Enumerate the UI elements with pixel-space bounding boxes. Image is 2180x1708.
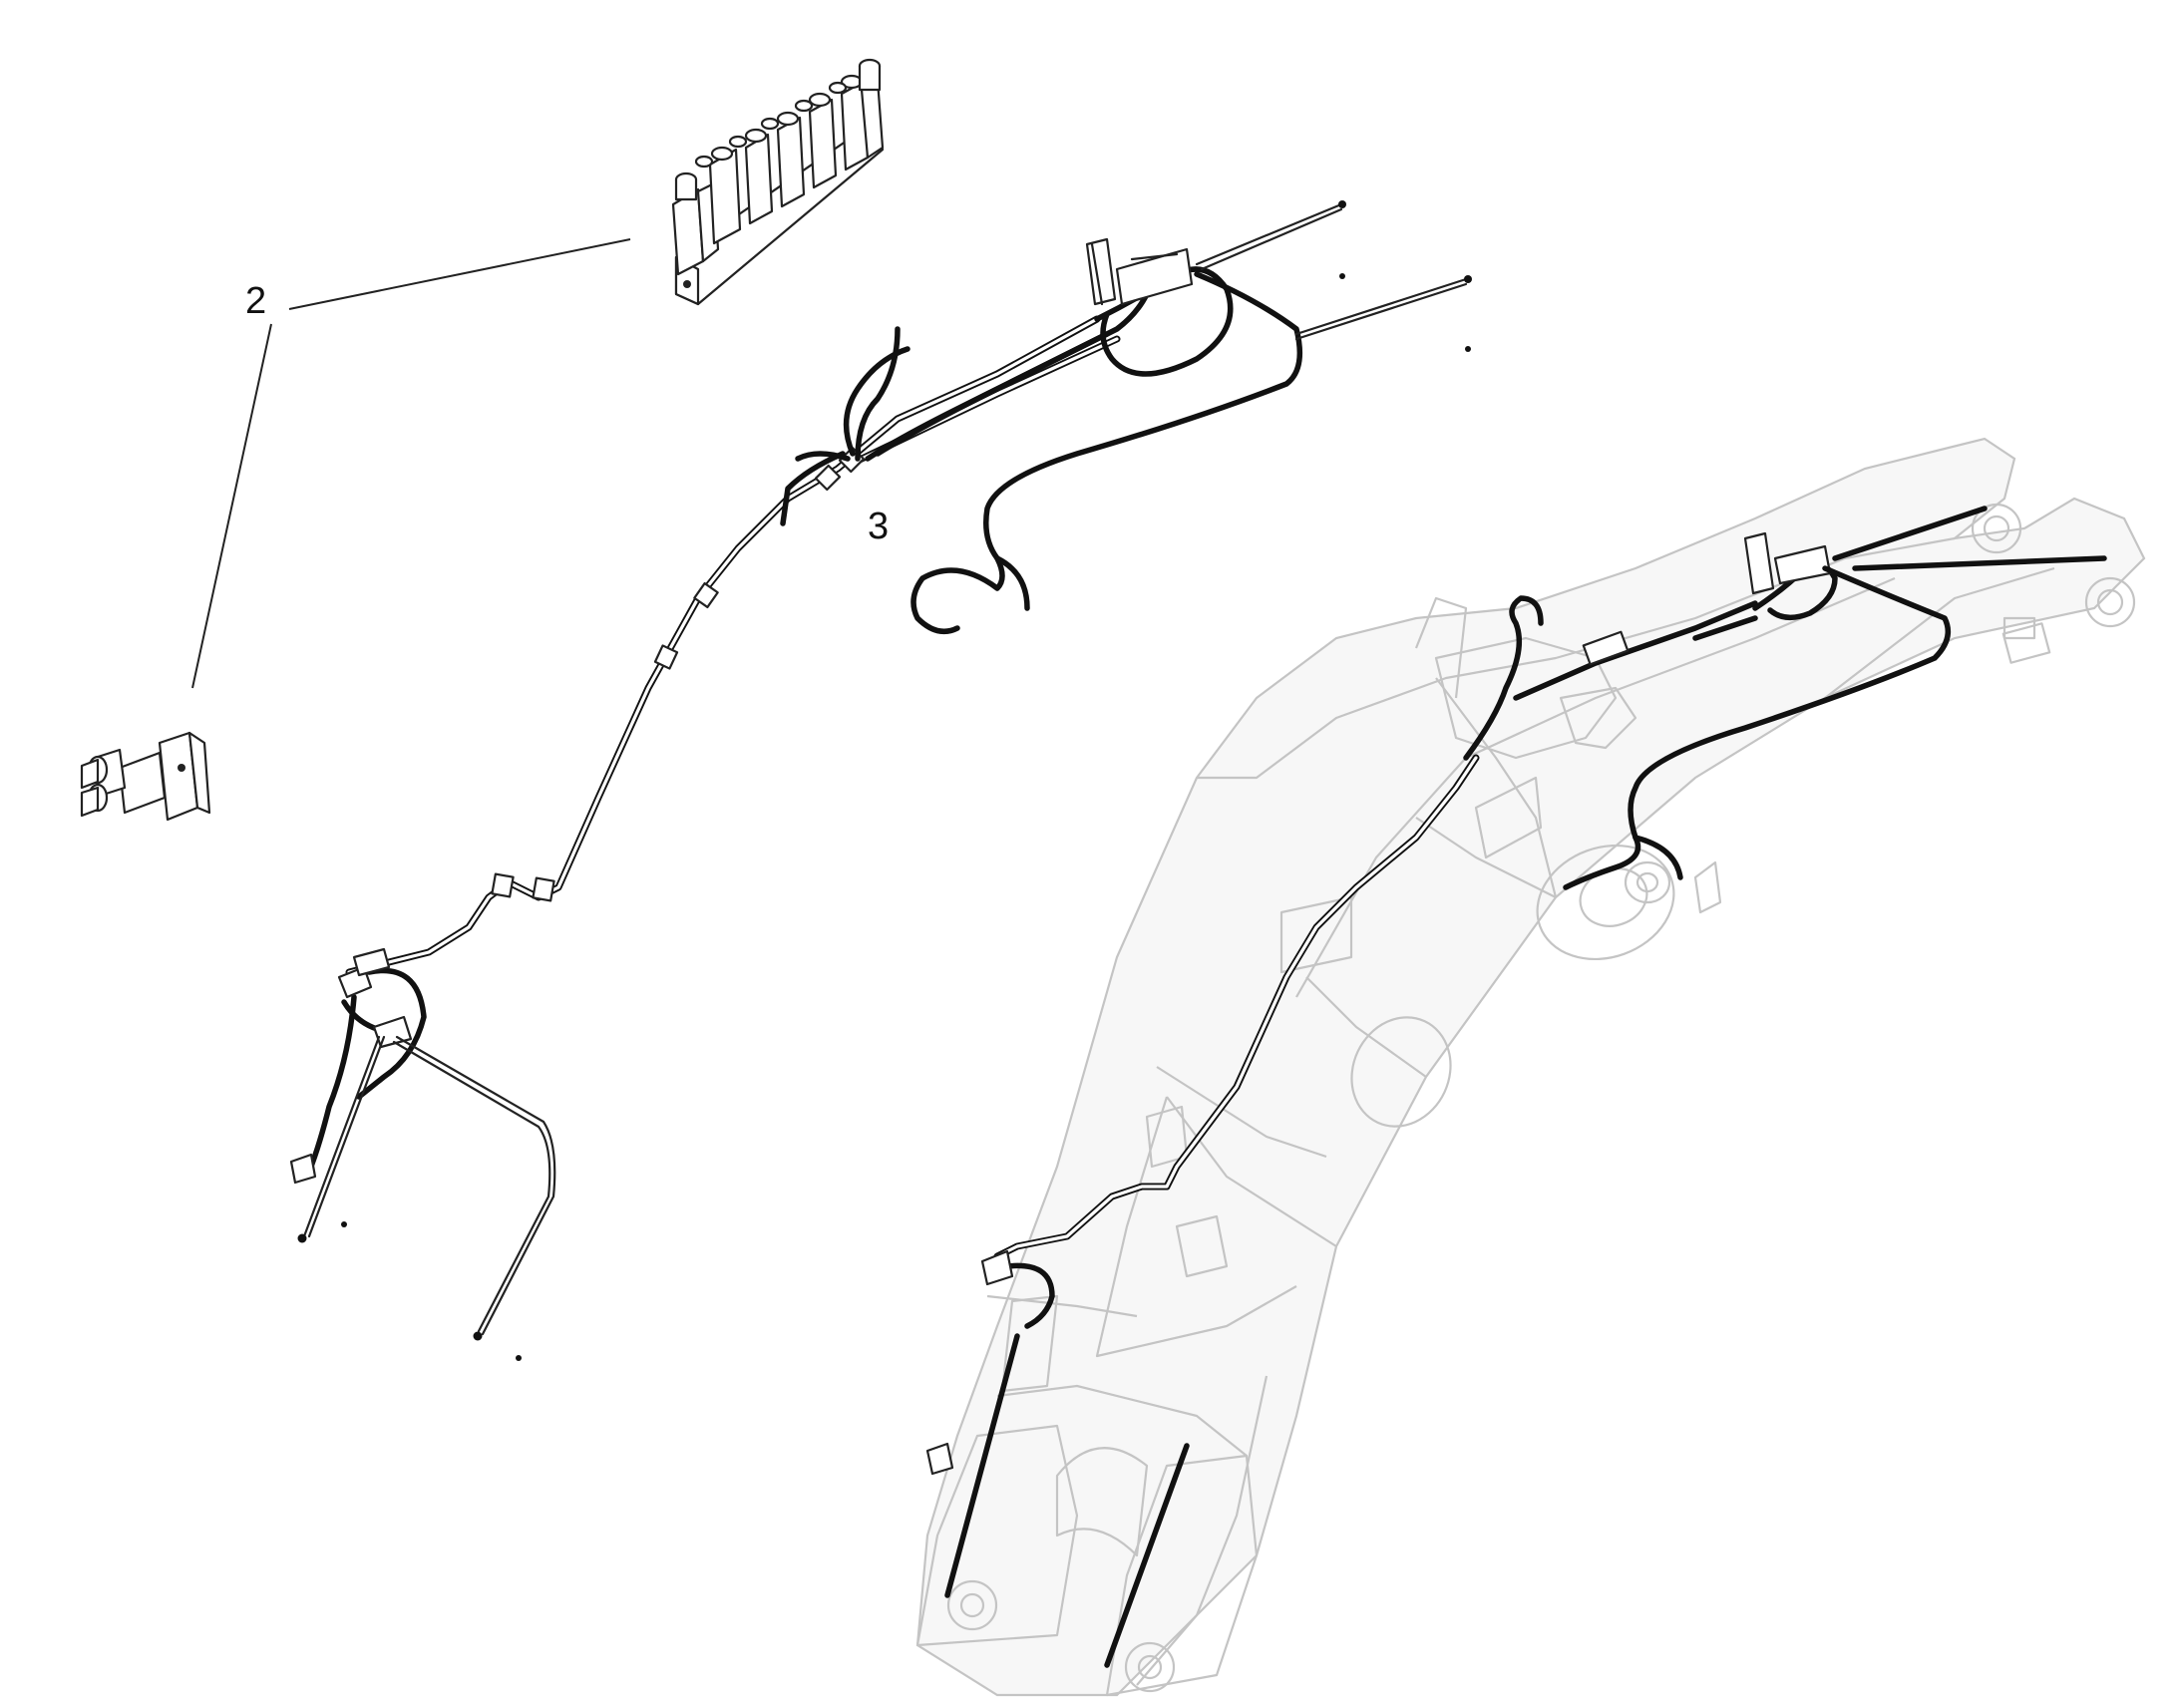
- callout-item-2: 2: [245, 280, 266, 322]
- valve-block-two-section: [80, 731, 211, 822]
- pipe-and-hose-kit: [289, 200, 1472, 1361]
- leader-item-2-lower: [191, 323, 272, 689]
- boom-structure: [915, 437, 2146, 1697]
- installed-lines-on-boom: [925, 506, 2107, 1668]
- valve-block-eight-section: [671, 58, 885, 306]
- callouts: 2 3: [191, 238, 889, 689]
- leader-item-2-upper: [288, 238, 631, 310]
- valve-spools: [671, 58, 885, 276]
- callout-item-3: 3: [868, 506, 889, 547]
